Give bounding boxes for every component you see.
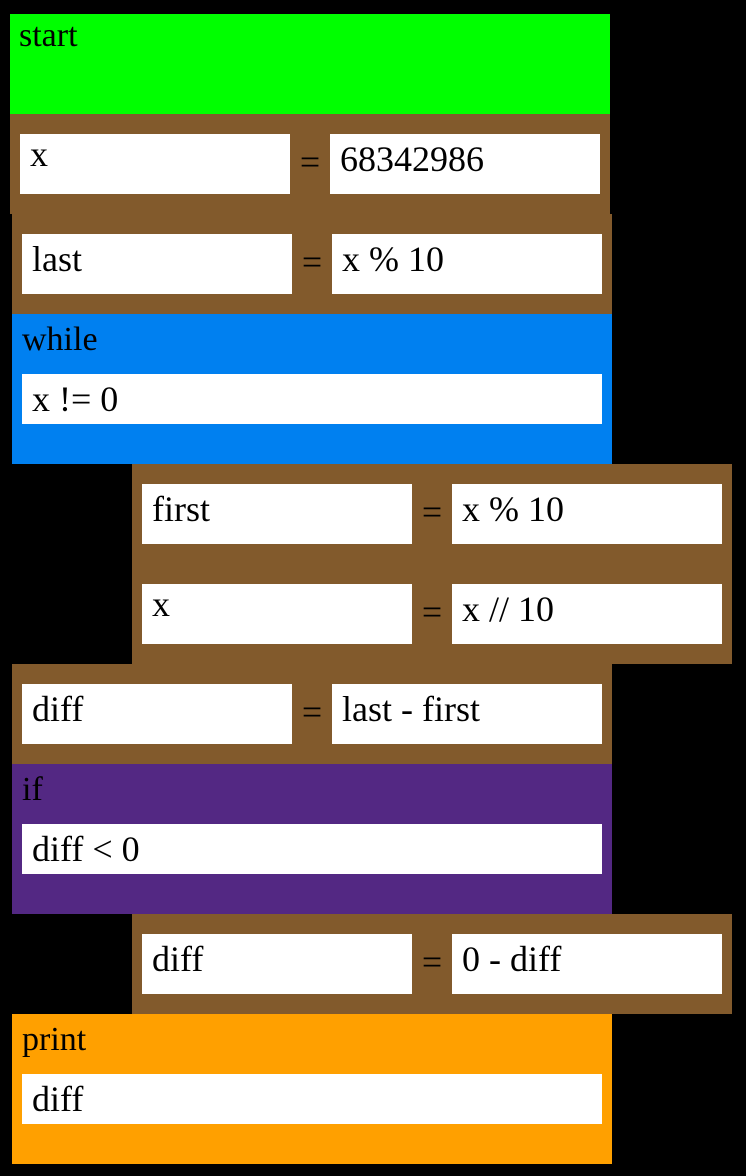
equals-sign: = [421, 492, 443, 532]
start-block[interactable]: start [10, 14, 610, 114]
assign-block-first[interactable]: first = x % 10 [132, 464, 732, 564]
variable-field-x-divide[interactable]: x [142, 584, 412, 644]
expression-field-first[interactable]: x % 10 [452, 484, 722, 544]
print-block[interactable]: print diff [12, 1014, 612, 1164]
expression-field-x[interactable]: 68342986 [330, 134, 600, 194]
while-block[interactable]: while x != 0 [12, 314, 612, 464]
variable-field-x[interactable]: x [20, 134, 290, 194]
expression-field-x-divide[interactable]: x // 10 [452, 584, 722, 644]
equals-sign: = [301, 692, 323, 732]
expression-field-diff[interactable]: last - first [332, 684, 602, 744]
print-label: print [22, 1021, 87, 1058]
equals-sign: = [301, 242, 323, 282]
while-condition-field[interactable]: x != 0 [22, 374, 602, 424]
equals-sign: = [421, 592, 443, 632]
if-block[interactable]: if diff < 0 [12, 764, 612, 914]
while-label: while [22, 321, 98, 358]
expression-field-last[interactable]: x % 10 [332, 234, 602, 294]
equals-sign: = [299, 142, 321, 182]
print-argument-field[interactable]: diff [22, 1074, 602, 1124]
if-label: if [22, 771, 43, 808]
assign-block-x-divide[interactable]: x = x // 10 [132, 564, 732, 664]
if-condition-field[interactable]: diff < 0 [22, 824, 602, 874]
start-label: start [19, 17, 78, 54]
variable-field-diff[interactable]: diff [22, 684, 292, 744]
equals-sign: = [421, 942, 443, 982]
variable-field-first[interactable]: first [142, 484, 412, 544]
assign-block-last[interactable]: last = x % 10 [12, 214, 612, 314]
expression-field-diff-negate[interactable]: 0 - diff [452, 934, 722, 994]
assign-block-diff-negate[interactable]: diff = 0 - diff [132, 914, 732, 1014]
variable-field-diff-negate[interactable]: diff [142, 934, 412, 994]
assign-block-x[interactable]: x = 68342986 [10, 114, 610, 214]
assign-block-diff[interactable]: diff = last - first [12, 664, 612, 764]
variable-field-last[interactable]: last [22, 234, 292, 294]
